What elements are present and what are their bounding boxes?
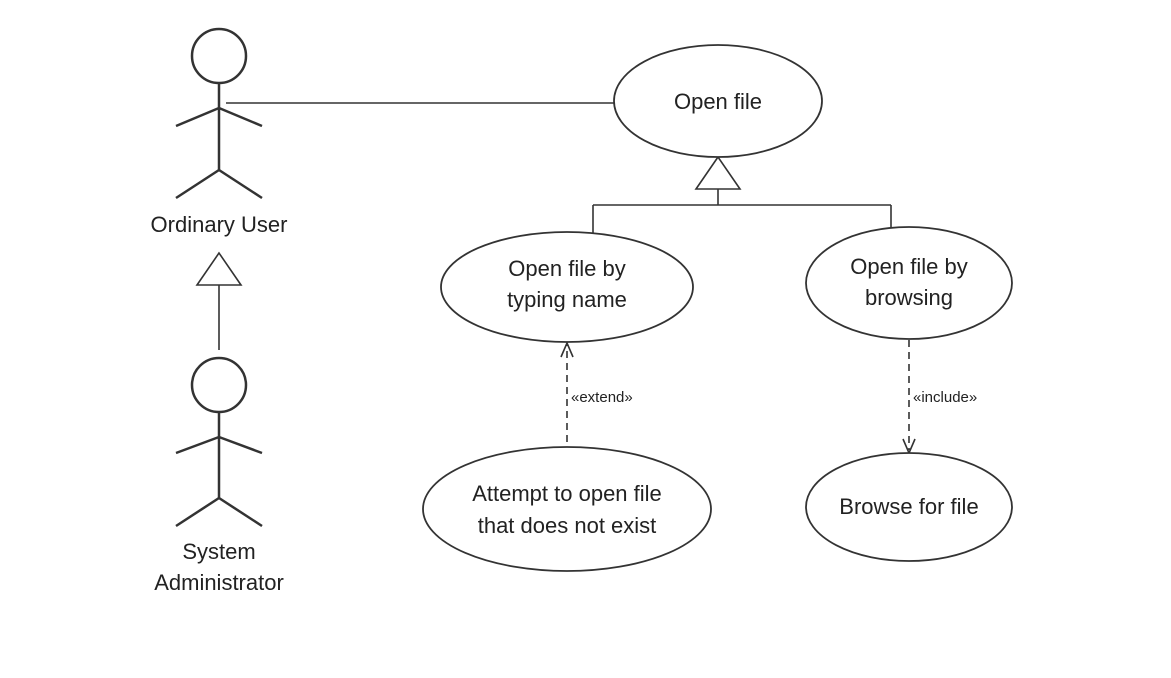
actor-label-ordinary-user: Ordinary User [151,212,288,237]
use-case-label-line1: Open file by [508,256,625,281]
use-case-label-line2: typing name [507,287,627,312]
use-case-label-line1: Attempt to open file [472,481,662,506]
use-case-open-file-by-typing-name: Open file by typing name [440,231,694,343]
actor-leg-right [218,168,263,200]
actor-leg-left [175,168,220,200]
use-case-attempt-to-open-missing-file: Attempt to open file that does not exist [422,446,712,572]
use-case-open-file-by-browsing: Open file by browsing [805,226,1013,340]
use-case-ellipse [805,452,1013,562]
generalization-arrowhead [694,155,742,190]
use-case-browse-for-file: Browse for file [805,452,1013,562]
use-case-label-line1: Open file by [850,254,967,279]
use-case-ellipse [422,446,712,572]
actor-head [190,27,248,85]
actor-leg-left [175,496,220,528]
actor-ordinary-user [175,27,263,200]
use-case-label-line2: browsing [865,285,953,310]
actor-system-administrator [175,356,263,528]
actor-arm-left [175,106,220,128]
extend-stereotype-label: «extend» [571,389,633,406]
use-case-label: Open file [674,89,762,114]
actor-leg-right [218,496,263,528]
use-case-ellipse [805,226,1013,340]
extend-arrowhead [560,340,574,358]
include-stereotype-label: «include» [913,389,977,406]
actor-arm-right [218,435,263,455]
actor-label-system-administrator-line1: System [182,539,255,564]
use-case-ellipse [613,44,823,158]
generalization-arrowhead [195,251,243,286]
actor-label-system-administrator-line2: Administrator [154,570,284,595]
use-case-label: Browse for file [839,494,978,519]
actor-arm-left [175,435,220,455]
use-case-label-line2: that does not exist [478,513,657,538]
actor-head [190,356,248,414]
use-case-open-file: Open file [613,44,823,158]
actor-arm-right [218,106,263,128]
